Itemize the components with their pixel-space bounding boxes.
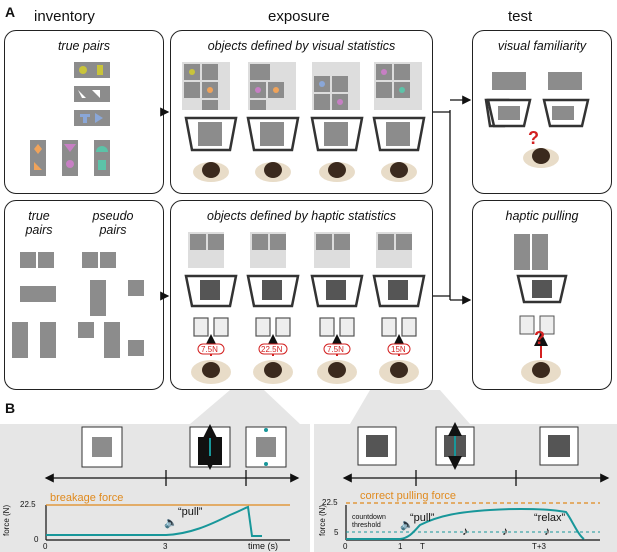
b-right-ytick-5: 5 [334, 528, 339, 537]
inventory-heading: inventory [34, 8, 95, 25]
inventory-haptic-pairs [12, 252, 144, 358]
b-left-xtick-0: 0 [43, 542, 48, 551]
b-right-xtick-0: 0 [343, 542, 348, 551]
true-pairs-title: true pairs [57, 39, 111, 53]
visual-familiarity-title: visual familiarity [497, 39, 587, 53]
exposure-haptic-screens [200, 280, 408, 300]
test-visual-shapes [484, 72, 590, 168]
exposure-haptic-scenes [188, 232, 412, 268]
visual-statistics-title: objects defined by visual statistics [207, 39, 396, 53]
force-label-4: 15N [391, 345, 406, 354]
b-right-xtick-T3: T+3 [532, 542, 547, 551]
b-right-timeline [342, 470, 610, 486]
speaker-icon: 🔈 [164, 517, 178, 529]
b-left-ylabel: force (N) [2, 504, 11, 536]
b-right-cards [357, 422, 579, 470]
force-arrows [204, 334, 406, 356]
b-right-ytick-22.5: 22.5 [322, 498, 338, 507]
force-label-1: 7.5N [201, 345, 218, 354]
b-left-pull-label: “pull” [178, 506, 203, 518]
b-left-xtick-3: 3 [163, 542, 168, 551]
test-haptic-shapes [514, 234, 568, 384]
panel-b-letter: B [5, 400, 16, 416]
b-right-plot [345, 502, 600, 541]
b-left-timeline [44, 470, 300, 486]
force-label-2: 22.5N [261, 345, 283, 354]
panel-b-backgrounds [0, 390, 617, 552]
exposure-visual-scenes [182, 62, 422, 110]
force-label-3: 7.5N [327, 345, 344, 354]
b-left-cards [81, 424, 287, 470]
countdown-threshold-label: countdown threshold [352, 514, 386, 529]
b-left-ytick-0: 0 [34, 535, 39, 544]
person-icon-row-haptic [191, 360, 419, 384]
haptic-statistics-title: objects defined by haptic statistics [207, 209, 396, 223]
music-note-icon-2: ♪ [502, 524, 508, 538]
exposure-visual-screens [198, 122, 410, 146]
b-right-pull-label: “pull” [410, 512, 435, 524]
test-heading: test [508, 8, 533, 25]
b-right-xtick-1: 1 [398, 542, 403, 551]
music-note-icon-3: ♪ [544, 524, 550, 538]
breakage-force-label: breakage force [50, 492, 124, 504]
speaker-icon-right: 🔈 [400, 519, 414, 531]
pseudo-pairs-label: pseudo pairs [92, 209, 134, 237]
correct-pulling-force-label: correct pulling force [360, 490, 456, 502]
b-left-plot [45, 504, 290, 541]
question-icon-haptic: ? [534, 328, 545, 348]
b-right-ylabel: force (N) [318, 504, 327, 536]
haptic-pulling-title: haptic pulling [505, 209, 579, 223]
b-left-ytick-22.5: 22.5 [20, 500, 36, 509]
inventory-true-pairs [30, 62, 110, 176]
music-note-icon: ♪ [462, 524, 468, 538]
force-labels [197, 343, 411, 355]
flow-arrows [160, 95, 472, 305]
question-icon: ? [528, 128, 539, 148]
robot-handles [193, 317, 417, 337]
b-right-relax-label: “relax” [534, 512, 566, 524]
person-icon-row-visual [193, 162, 417, 182]
panel-a-letter: A [5, 4, 16, 20]
b-right-xtick-T: T [420, 542, 425, 551]
b-left-xlabel: time (s) [248, 541, 278, 551]
true-pairs-label: true pairs [25, 209, 53, 237]
exposure-heading: exposure [268, 8, 330, 25]
